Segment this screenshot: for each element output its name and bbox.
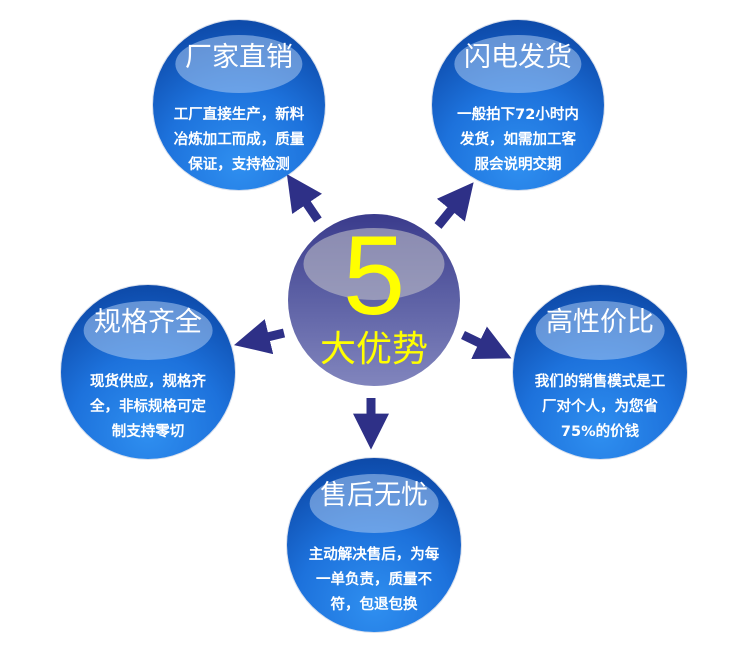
- hub-five-advantages: 5 大优势: [288, 214, 460, 386]
- hub-label: 大优势: [319, 329, 428, 370]
- advantage-title: 规格齐全: [94, 307, 202, 339]
- advantage-description: 一般拍下72小时内 发货，如需加工客 服会说明交期: [439, 103, 597, 178]
- description-line: 制支持零切: [111, 424, 185, 441]
- gloss-highlight: [175, 35, 303, 94]
- description-line: 发货，如需加工客: [460, 132, 576, 149]
- advantage-description: 工厂直接生产，新料 冶炼加工而成，质量 保证，支持检测: [160, 103, 318, 178]
- gloss-highlight: [303, 227, 445, 300]
- advantage-title: 厂家直销: [185, 41, 293, 73]
- description-line: 现货供应，规格齐: [90, 374, 206, 391]
- description-line: 厂对个人，为您省: [542, 399, 658, 416]
- advantage-cost-effective: 高性价比 我们的销售模式是工 厂对个人，为您省 75%的价钱: [513, 285, 687, 459]
- advantage-description: 现货供应，规格齐 全，非标规格可定 制支持零切: [68, 370, 228, 445]
- arrow-up-right-icon: [434, 182, 474, 229]
- description-line: 服会说明交期: [474, 157, 562, 174]
- gloss-highlight: [535, 300, 665, 360]
- description-line: 冶炼加工而成，质量: [173, 132, 305, 149]
- arrow-left-icon: [234, 319, 286, 355]
- description-line: 我们的销售模式是工: [534, 374, 666, 391]
- gloss-highlight: [454, 35, 582, 94]
- advantage-title: 高性价比: [546, 307, 654, 339]
- description-line: 符，包退包换: [330, 597, 418, 614]
- description-line: 工厂直接生产，新料: [173, 107, 305, 124]
- advantage-factory-direct: 厂家直销 工厂直接生产，新料 冶炼加工而成，质量 保证，支持检测: [153, 20, 325, 190]
- gloss-highlight: [83, 300, 213, 360]
- description-line: 主动解决售后，为每: [308, 547, 440, 564]
- arrow-up-left-icon: [286, 174, 322, 223]
- advantage-after-sales: 售后无忧 主动解决售后，为每 一单负责，质量不 符，包退包换: [287, 458, 461, 632]
- hub-number: 5: [342, 214, 406, 338]
- gloss-highlight: [309, 473, 439, 533]
- description-line: 全，非标规格可定: [90, 399, 206, 416]
- description-line: 保证，支持检测: [188, 157, 290, 174]
- advantage-description: 主动解决售后，为每 一单负责，质量不 符，包退包换: [294, 543, 454, 618]
- advantage-full-specs: 规格齐全 现货供应，规格齐 全，非标规格可定 制支持零切: [61, 285, 235, 459]
- advantage-title: 售后无忧: [320, 480, 428, 512]
- arrow-icon: [234, 174, 512, 450]
- advantage-fast-shipping: 闪电发货 一般拍下72小时内 发货，如需加工客 服会说明交期: [432, 20, 604, 190]
- description-line: 一般拍下72小时内: [457, 107, 579, 124]
- description-line: 一单负责，质量不: [316, 572, 432, 589]
- description-line: 75%的价钱: [560, 424, 640, 441]
- advantage-title: 闪电发货: [464, 41, 572, 73]
- advantage-description: 我们的销售模式是工 厂对个人，为您省 75%的价钱: [520, 370, 680, 445]
- arrow-right-icon: [461, 326, 512, 359]
